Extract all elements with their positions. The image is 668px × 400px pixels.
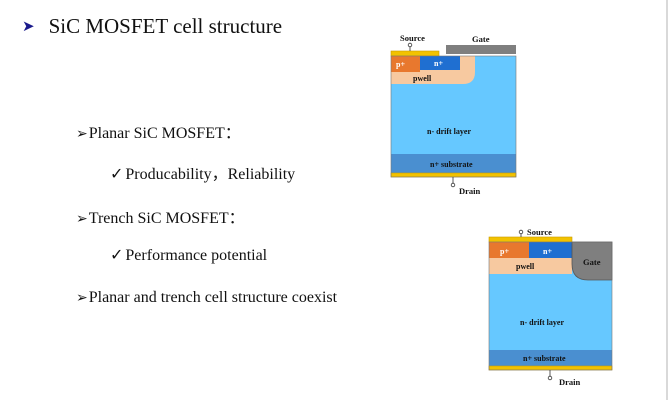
- checkmark-icon: ✓: [110, 247, 124, 264]
- title-text: SiC MOSFET cell structure: [48, 13, 283, 38]
- planar-pwell-label: pwell: [413, 74, 432, 83]
- trench-source-label: Source: [527, 227, 552, 237]
- planar-n-plus-label: n+: [434, 59, 443, 68]
- bullet-text: Trench SiC MOSFET：: [88, 210, 245, 227]
- planar-n-plus-region: [420, 56, 460, 70]
- planar-substrate-label: n+ substrate: [430, 160, 473, 169]
- bullet-text: Planar and trench cell structure coexist: [88, 289, 338, 306]
- bullet-coexist: ➢Planar and trench cell structure coexis…: [76, 289, 337, 307]
- title-bullet-icon: ➤: [22, 18, 35, 35]
- planar-outline: [390, 55, 517, 178]
- trench-pwell-label: pwell: [516, 262, 535, 271]
- planar-substrate: [391, 154, 516, 173]
- bullet-trench: ➢Trench SiC MOSFET：: [76, 204, 245, 228]
- trench-source-metal: [488, 236, 573, 243]
- trench-drift-label: n- drift layer: [520, 318, 564, 327]
- bullet-text: Producability，Reliability: [125, 166, 296, 183]
- trench-source-terminal-icon: [518, 229, 524, 235]
- slide-edge-divider: [666, 0, 668, 400]
- planar-p-plus-region: [391, 56, 420, 72]
- bullet-trench-benefit: ✓Performance potential: [110, 245, 267, 265]
- trench-n-plus-region: [529, 242, 572, 258]
- arrow-bullet-icon: ➢: [76, 212, 88, 227]
- planar-p-plus-label: p+: [396, 60, 405, 69]
- planar-drift-label: n- drift layer: [427, 127, 471, 136]
- planar-source-label: Source: [400, 33, 425, 43]
- trench-gate-electrode: [571, 241, 613, 281]
- trench-p-plus-label: p+: [500, 247, 509, 256]
- bullet-planar-benefit: ✓Producability，Reliability: [110, 160, 295, 184]
- planar-drain-label: Drain: [459, 186, 481, 196]
- planar-gate-electrode: [446, 45, 516, 54]
- bullet-text: Planar SiC MOSFET：: [88, 125, 241, 142]
- trench-drain-metal: [488, 365, 613, 371]
- trench-substrate-label: n+ substrate: [523, 354, 566, 363]
- trench-drain-label: Drain: [559, 377, 581, 387]
- slide-title: ➤ SiC MOSFET cell structure: [22, 12, 282, 40]
- bullet-planar: ➢Planar SiC MOSFET：: [76, 119, 241, 143]
- planar-gate-label: Gate: [472, 34, 490, 44]
- trench-gate-label: Gate: [583, 257, 601, 267]
- trench-outline: [488, 241, 613, 371]
- planar-drain-terminal-icon: [450, 182, 456, 188]
- bullet-text: Performance potential: [125, 247, 268, 264]
- arrow-bullet-icon: ➢: [76, 291, 88, 306]
- checkmark-icon: ✓: [110, 166, 124, 183]
- trench-p-plus-region: [489, 242, 529, 258]
- planar-source-terminal-icon: [407, 42, 413, 48]
- trench-substrate: [489, 350, 612, 366]
- trench-n-plus-label: n+: [543, 247, 552, 256]
- trench-drain-terminal-icon: [547, 375, 553, 381]
- arrow-bullet-icon: ➢: [76, 127, 88, 142]
